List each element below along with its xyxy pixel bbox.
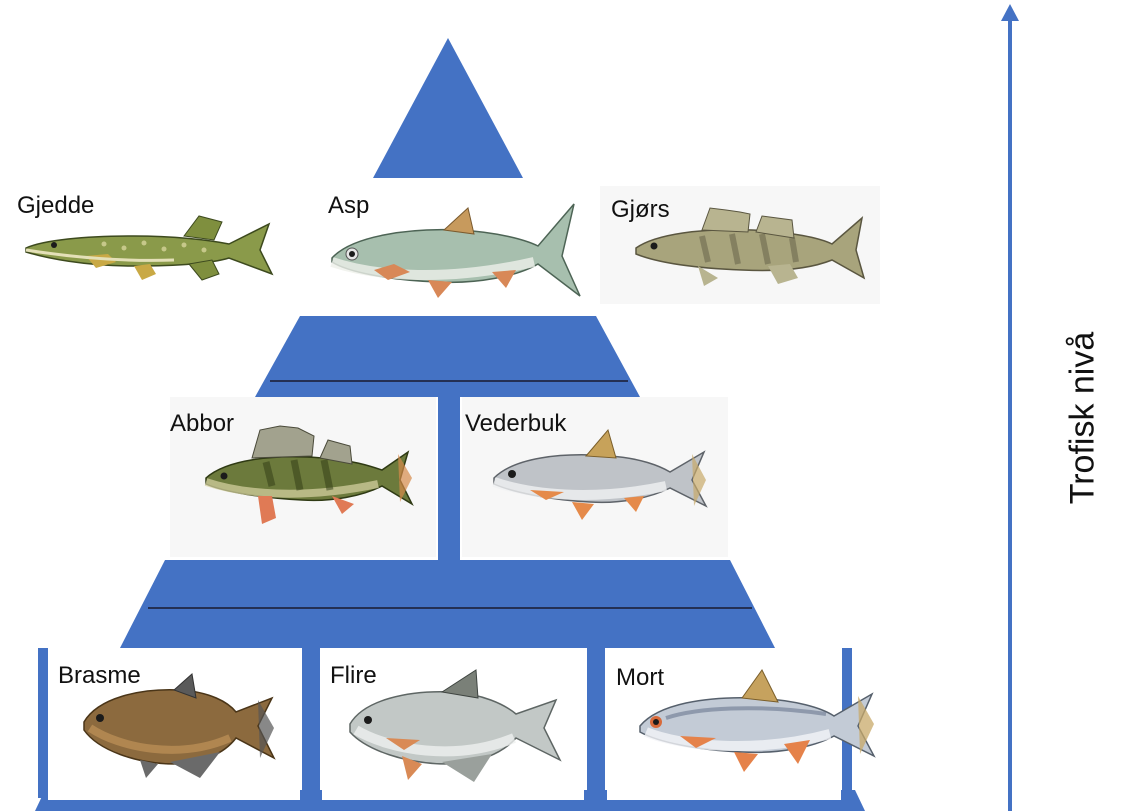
perch-fish-icon: [202, 424, 414, 535]
fish-label-abbor: Abbor: [170, 410, 235, 437]
trophic-axis-label: Trofisk nivå: [1063, 331, 1102, 505]
pyramid-column-left: [302, 648, 320, 798]
roach-fish-icon: [636, 668, 878, 779]
arrow-head-icon: [1001, 4, 1019, 21]
fish-label-gjors: Gjørs: [611, 196, 670, 223]
fish-label-vederbuk: Vederbuk: [465, 410, 567, 437]
pyramid-tier-middle: [120, 560, 775, 648]
fish-label-flire: Flire: [330, 662, 377, 689]
fish-label-asp: Asp: [328, 192, 370, 219]
fish-label-gjedde: Gjedde: [17, 192, 95, 219]
pyramid-apex: [373, 38, 523, 178]
pyramid-column-middle: [438, 397, 460, 560]
bream-fish-icon: [80, 672, 276, 785]
silver-bream-fish-icon: [346, 668, 568, 789]
ide-fish-icon: [490, 428, 712, 529]
pyramid-column-outer-left: [38, 648, 48, 798]
pyramid-tier-upper: [255, 316, 640, 397]
pyramid-column-right: [587, 648, 605, 798]
trophic-axis-arrow: [1001, 4, 1019, 811]
zander-fish-icon: [632, 204, 868, 295]
asp-fish-icon: [328, 200, 584, 307]
fish-label-brasme: Brasme: [58, 662, 141, 689]
fish-label-mort: Mort: [616, 664, 664, 691]
pike-fish-icon: [24, 212, 274, 289]
